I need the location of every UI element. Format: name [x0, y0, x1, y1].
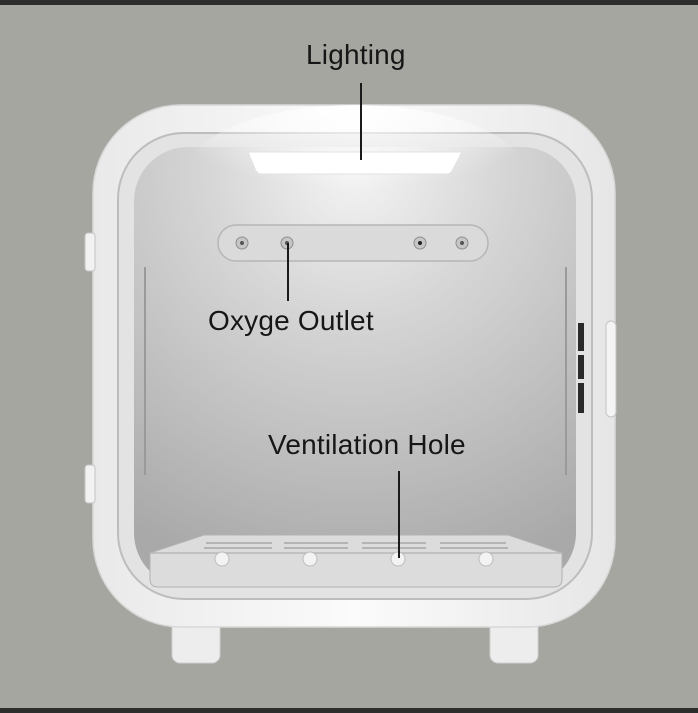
lighting-label: Lighting: [306, 39, 406, 70]
oxygen-outlet-label: Oxyge Outlet: [208, 305, 374, 336]
bottom-hinge: [84, 464, 96, 504]
cabinet-illustration: [84, 83, 617, 664]
oxygen-outlet-bar: [217, 224, 489, 262]
ventilation-hole-label: Ventilation Hole: [268, 429, 466, 460]
latch-block-3: [578, 383, 584, 413]
light-panel: [247, 151, 463, 175]
light-glow: [185, 105, 525, 245]
latch-block-1: [578, 323, 584, 351]
latch-block-2: [578, 355, 584, 379]
ventilation-holes: [214, 551, 494, 567]
door-handle: [605, 320, 617, 418]
top-hinge: [84, 232, 96, 272]
ventilation-slots: [204, 542, 508, 549]
outlet-holes: [235, 236, 469, 250]
product-diagram: Lighting Oxyge Outlet Ventilation Hole: [0, 5, 698, 708]
